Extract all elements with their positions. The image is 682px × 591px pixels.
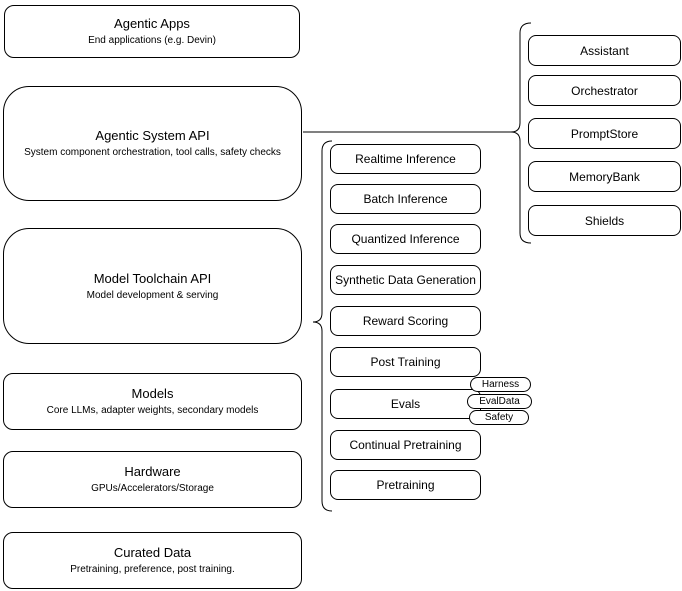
node-realtime-inference: Realtime Inference: [330, 144, 481, 174]
node-quantized-inference: Quantized Inference: [330, 224, 481, 254]
node-hardware: Hardware GPUs/Accelerators/Storage: [3, 451, 302, 508]
node-reward-scoring: Reward Scoring: [330, 306, 481, 336]
node-agentic-system-api: Agentic System API System component orch…: [3, 86, 302, 201]
node-title: Hardware: [124, 464, 181, 479]
node-orchestrator: Orchestrator: [528, 75, 681, 106]
node-title: Models: [131, 386, 174, 401]
node-subtitle: Model development & serving: [86, 289, 219, 301]
node-model-toolchain-api: Model Toolchain API Model development & …: [3, 228, 302, 344]
node-assistant: Assistant: [528, 35, 681, 66]
pill-harness: Harness: [470, 377, 531, 392]
node-title: Model Toolchain API: [93, 270, 212, 286]
node-subtitle: GPUs/Accelerators/Storage: [91, 483, 214, 494]
node-evals: Evals: [330, 389, 481, 419]
node-title: Agentic Apps: [114, 16, 190, 31]
node-synthetic-data-generation: Synthetic Data Generation: [330, 265, 481, 295]
node-continual-pretraining: Continual Pretraining: [330, 430, 481, 460]
node-pretraining: Pretraining: [330, 470, 481, 500]
node-subtitle: End applications (e.g. Devin): [88, 35, 216, 46]
system-brace: [510, 22, 532, 244]
node-subtitle: Core LLMs, adapter weights, secondary mo…: [46, 405, 259, 416]
node-shields: Shields: [528, 205, 681, 236]
pill-evaldata: EvalData: [467, 394, 532, 409]
node-memorybank: MemoryBank: [528, 161, 681, 192]
node-models: Models Core LLMs, adapter weights, secon…: [3, 373, 302, 430]
node-agentic-apps: Agentic Apps End applications (e.g. Devi…: [4, 5, 300, 58]
node-title: Curated Data: [113, 545, 192, 560]
node-post-training: Post Training: [330, 347, 481, 377]
node-batch-inference: Batch Inference: [330, 184, 481, 214]
node-title: Agentic System API: [95, 128, 210, 143]
node-curated-data: Curated Data Pretraining, preference, po…: [3, 532, 302, 589]
node-subtitle: Pretraining, preference, post training.: [70, 564, 235, 575]
node-subtitle: System component orchestration, tool cal…: [24, 147, 281, 158]
node-promptstore: PromptStore: [528, 118, 681, 149]
toolchain-brace: [312, 140, 333, 512]
pill-safety: Safety: [469, 410, 529, 425]
